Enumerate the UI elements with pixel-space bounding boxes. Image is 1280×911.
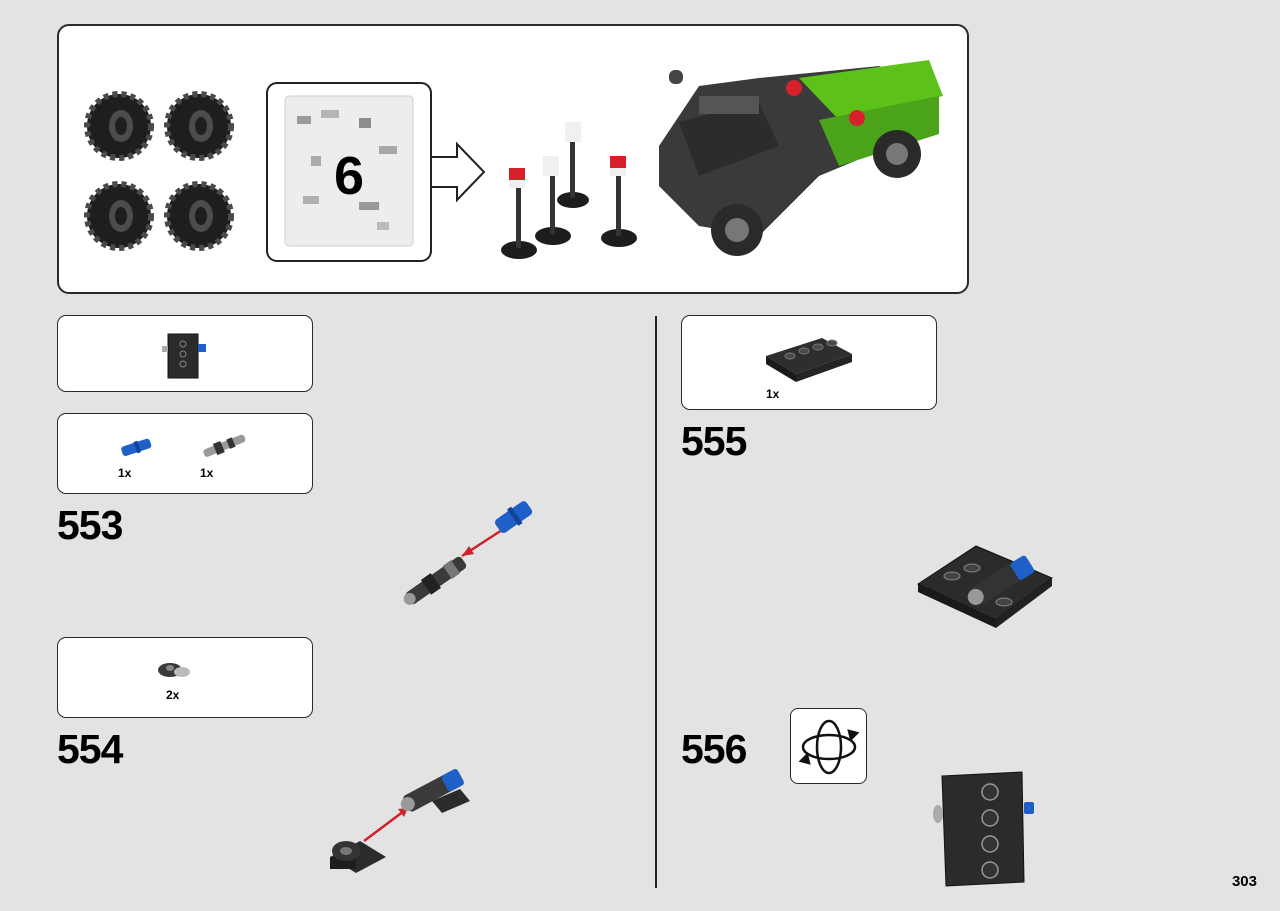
step-556-illustration	[933, 771, 1034, 887]
pin-connector-plate-icon	[158, 663, 190, 677]
tire-icon	[164, 91, 234, 161]
bag-number: 6	[334, 146, 364, 206]
part-qty-555-1: 1x	[766, 387, 780, 401]
tire-icon	[84, 91, 154, 161]
grey-pin-with-axle-icon	[203, 434, 246, 457]
page-number: 303	[1231, 873, 1257, 890]
step-number-556: 556	[681, 726, 747, 772]
step-554-illustration	[330, 769, 470, 873]
arrow-right-icon	[430, 141, 486, 203]
tire-icon	[84, 181, 154, 251]
step-number-554: 554	[57, 726, 123, 772]
flag-marker-icon	[501, 168, 537, 259]
black-plate-2x4-icon	[766, 338, 852, 382]
part-qty-553-2: 1x	[200, 466, 214, 480]
blue-axle-pin-icon	[121, 438, 152, 456]
step-553-illustration	[403, 501, 533, 605]
rotate-model-icon	[798, 719, 860, 775]
black-plate-with-pin-icon	[162, 333, 206, 379]
blue-axle-pin-icon	[494, 501, 533, 533]
part-qty-554-1: 2x	[166, 688, 180, 702]
parts-bag-icon	[284, 95, 414, 247]
part-qty-553-1: 1x	[118, 466, 132, 480]
bag-preview-panel: 6	[57, 24, 969, 294]
pin-connector-plate-icon	[330, 841, 386, 873]
parts-list-555: 1x	[681, 315, 937, 410]
truck-model-preview	[659, 60, 943, 256]
insert-arrow	[363, 810, 405, 842]
black-plate-with-pin-icon	[933, 771, 1034, 887]
flag-marker-icon	[535, 156, 571, 245]
step-number-553: 553	[57, 502, 123, 548]
column-divider	[655, 316, 657, 888]
rotate-callout-box	[790, 708, 867, 784]
pin-assembly-icon	[400, 769, 464, 812]
parts-list-554: 2x	[57, 637, 313, 718]
parts-list-553: 1x 1x	[57, 413, 313, 494]
step-number-555: 555	[681, 418, 747, 464]
flag-marker-icon	[601, 156, 637, 247]
grey-pin-with-axle-icon	[403, 556, 467, 605]
flag-marker-icon	[557, 122, 589, 208]
pin-assembly-icon	[967, 555, 1035, 605]
subassembly-preview-box	[57, 315, 313, 392]
step-555-illustration	[916, 545, 1053, 628]
tire-icon	[164, 181, 234, 251]
